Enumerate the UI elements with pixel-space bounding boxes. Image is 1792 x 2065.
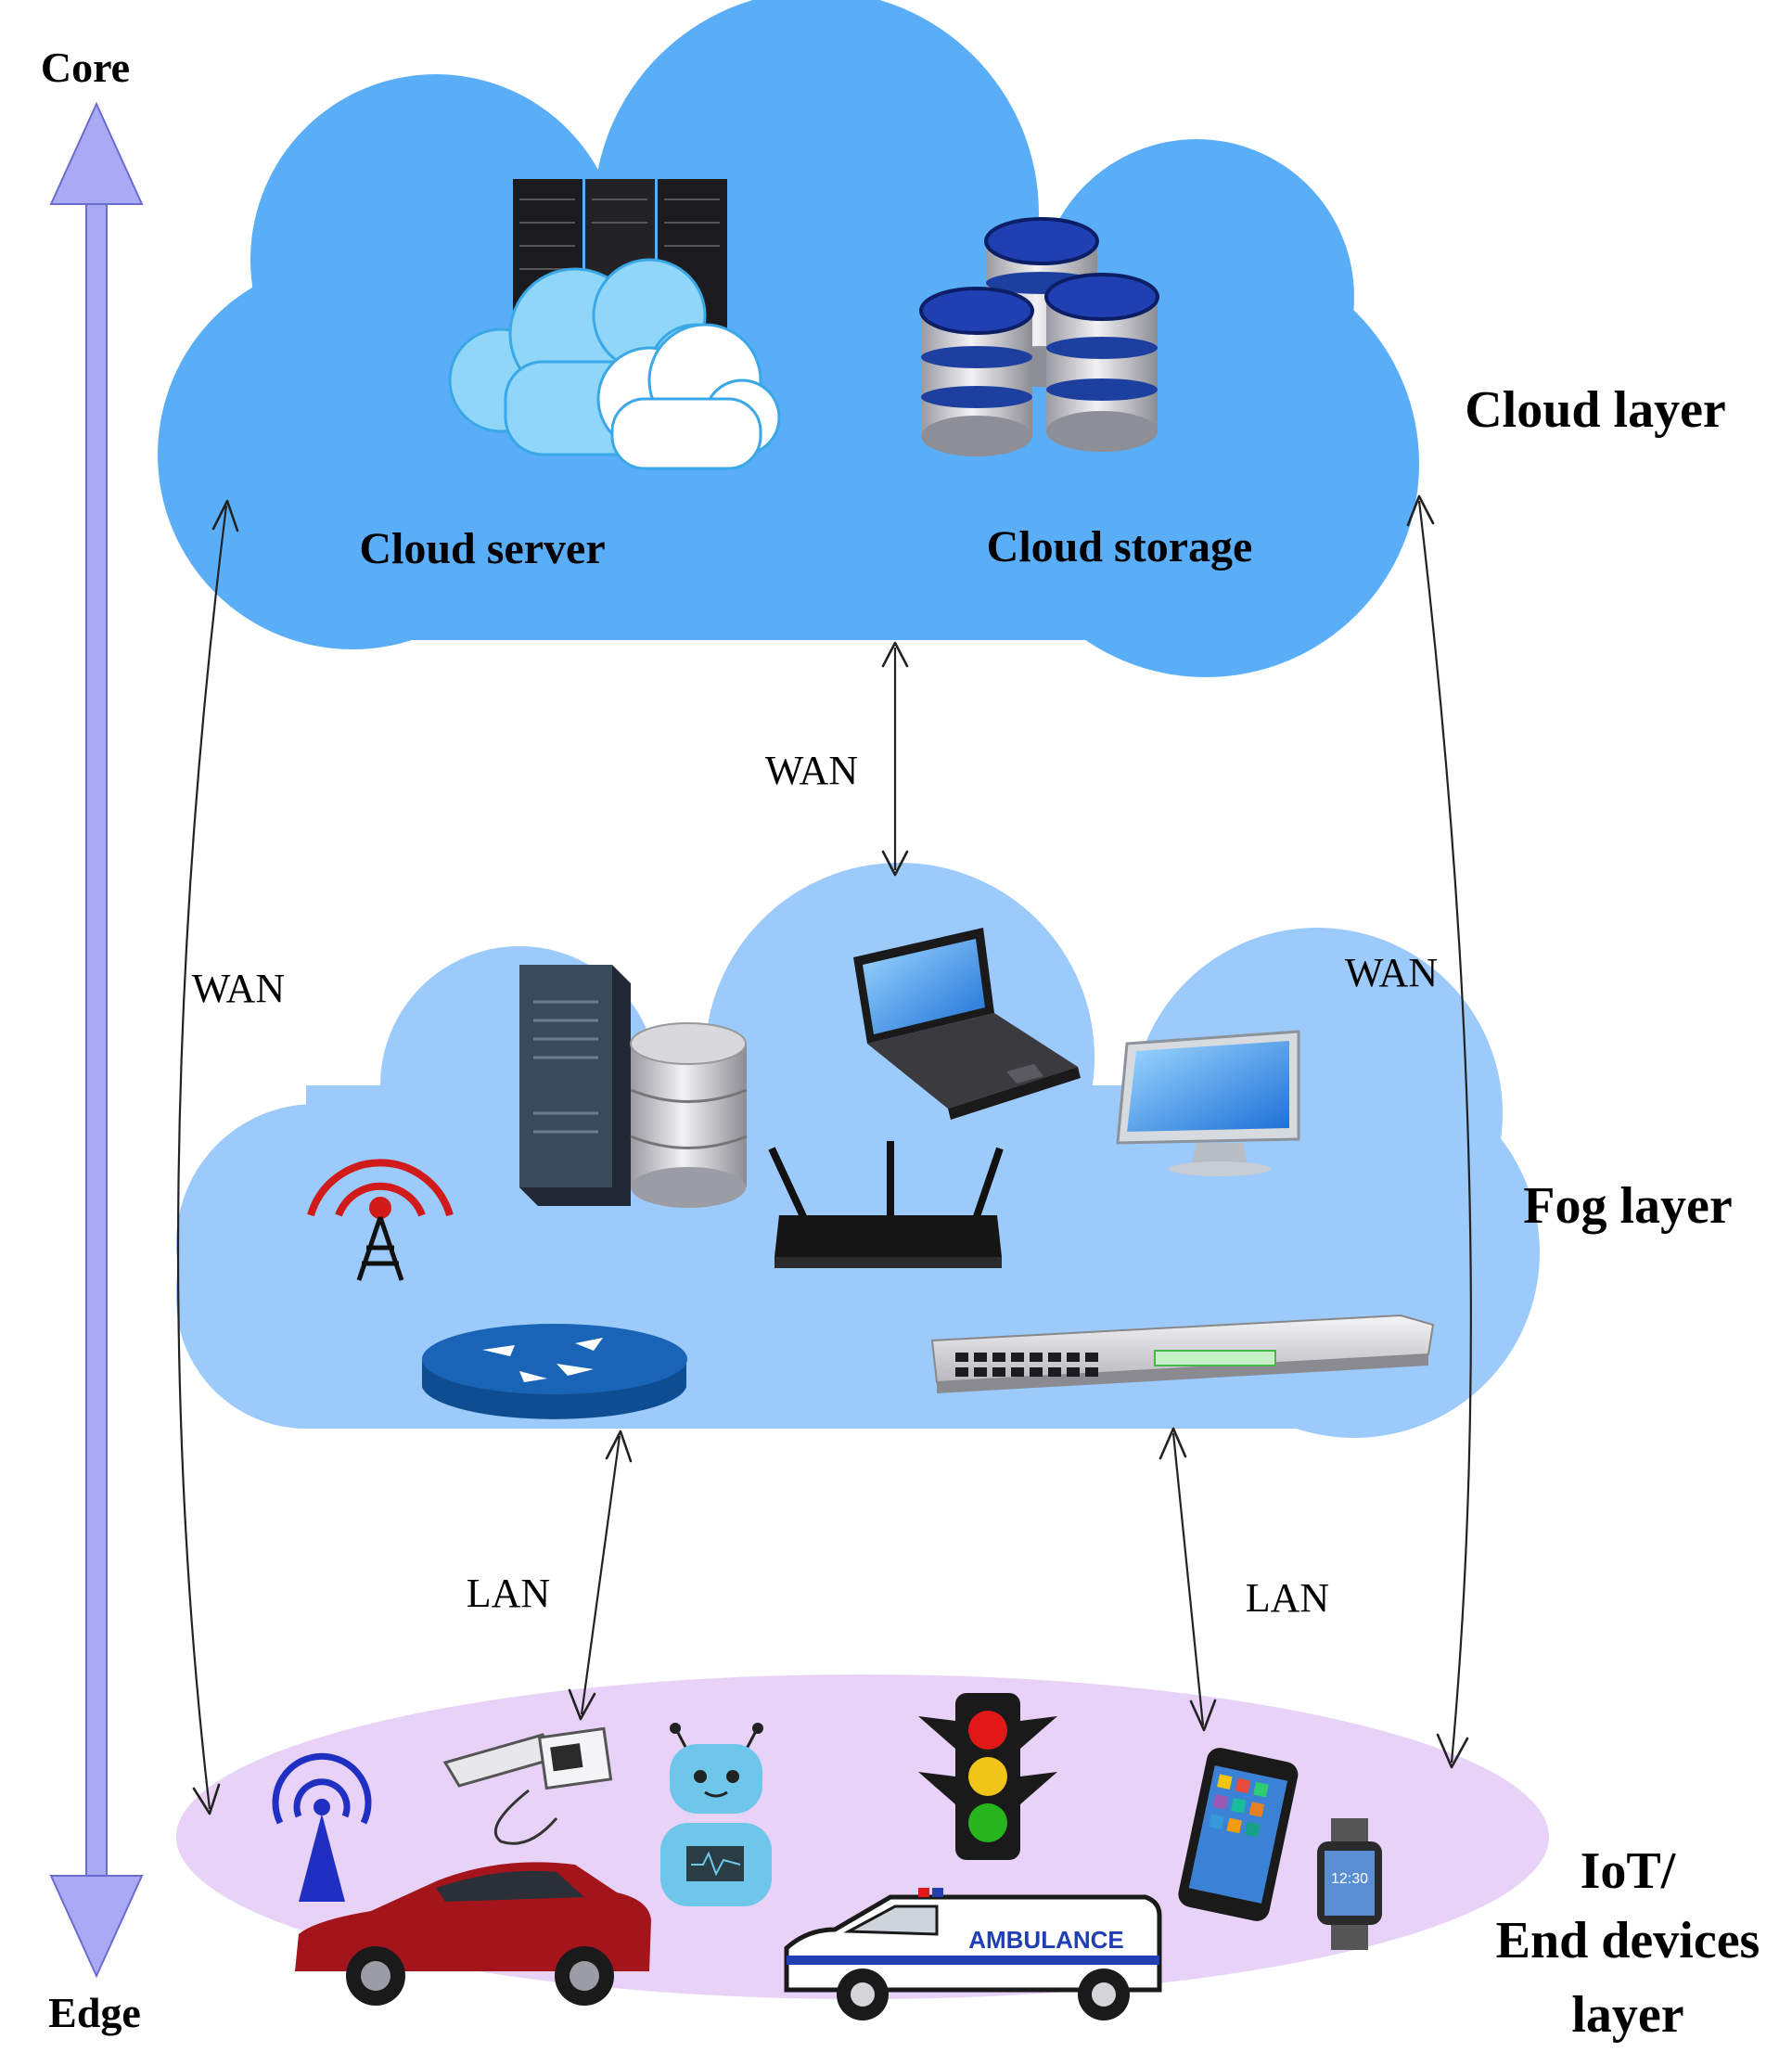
cloud-server-icon [448, 179, 781, 470]
car-icon [295, 1862, 651, 2006]
cell-tower-icon [307, 1159, 454, 1281]
arrowhead-down-icon [881, 850, 909, 877]
arrowhead-down-icon [192, 1783, 221, 1815]
ambulance-icon: AMBULANCE [784, 1888, 1162, 2020]
lan-link-right [1171, 1432, 1205, 1726]
database-drum [919, 287, 1034, 456]
axis-arrowhead-down-icon [49, 1875, 144, 1979]
cloud-layer-shape [158, 0, 1419, 677]
broadcast-antenna-icon [272, 1752, 372, 1902]
ambulance-text: AMBULANCE [968, 1926, 1124, 1954]
security-camera-icon [442, 1726, 613, 1845]
arrowhead-up-icon [1406, 494, 1435, 527]
arrowhead-up-icon [1158, 1427, 1187, 1460]
network-router-icon [422, 1324, 687, 1419]
cloud-storage-icon [919, 217, 1159, 456]
iot-layer-label-line2: End devices [1496, 1912, 1760, 1969]
robot-icon [660, 1723, 772, 1906]
tower-server-icon [519, 965, 631, 1206]
cloud-layer-label: Cloud layer [1465, 381, 1726, 439]
cloud-storage-label: Cloud storage [987, 522, 1253, 571]
arrowhead-up-icon [881, 641, 909, 668]
connection-links [176, 494, 1472, 1815]
wan-label-right: WAN [1345, 950, 1438, 995]
traffic-light-icon [918, 1693, 1057, 1860]
wan-label-left: WAN [192, 966, 285, 1011]
arrowhead-down-icon [1189, 1699, 1217, 1732]
lan-label-left: LAN [467, 1571, 550, 1616]
smartphone-icon [1178, 1748, 1299, 1921]
core-edge-axis: Core Edge [41, 44, 144, 2036]
iot-layer-label-line3: layer [1571, 1986, 1683, 2044]
network-switch-icon [930, 1314, 1435, 1393]
database-drum [1044, 273, 1159, 452]
lan-link-left [580, 1435, 621, 1715]
wan-link-right [1417, 500, 1472, 1764]
wan-label-cloud-fog: WAN [765, 748, 858, 793]
fog-database-icon [630, 1022, 748, 1208]
wifi-router-icon [768, 1141, 1004, 1268]
axis-shaft [85, 189, 108, 1898]
smartwatch-icon: 12:30 [1317, 1818, 1382, 1950]
arrowhead-down-icon [568, 1688, 596, 1721]
arrowhead-up-icon [605, 1430, 633, 1463]
axis-core-label: Core [41, 44, 130, 91]
axis-edge-label: Edge [48, 1989, 141, 2036]
watch-time-text: 12:30 [1331, 1871, 1368, 1887]
cloud-server-label: Cloud server [359, 524, 605, 573]
lan-label-right: LAN [1246, 1575, 1329, 1621]
wan-link-left [176, 505, 228, 1810]
axis-arrowhead-up-icon [49, 101, 144, 205]
arrowhead-down-icon [1436, 1733, 1469, 1769]
iot-layer-label-line1: IoT/ [1581, 1842, 1677, 1900]
laptop-icon [853, 928, 1081, 1120]
monitor-icon [1116, 1030, 1300, 1176]
arrowhead-up-icon [211, 499, 239, 532]
fog-layer-label: Fog layer [1523, 1177, 1732, 1235]
